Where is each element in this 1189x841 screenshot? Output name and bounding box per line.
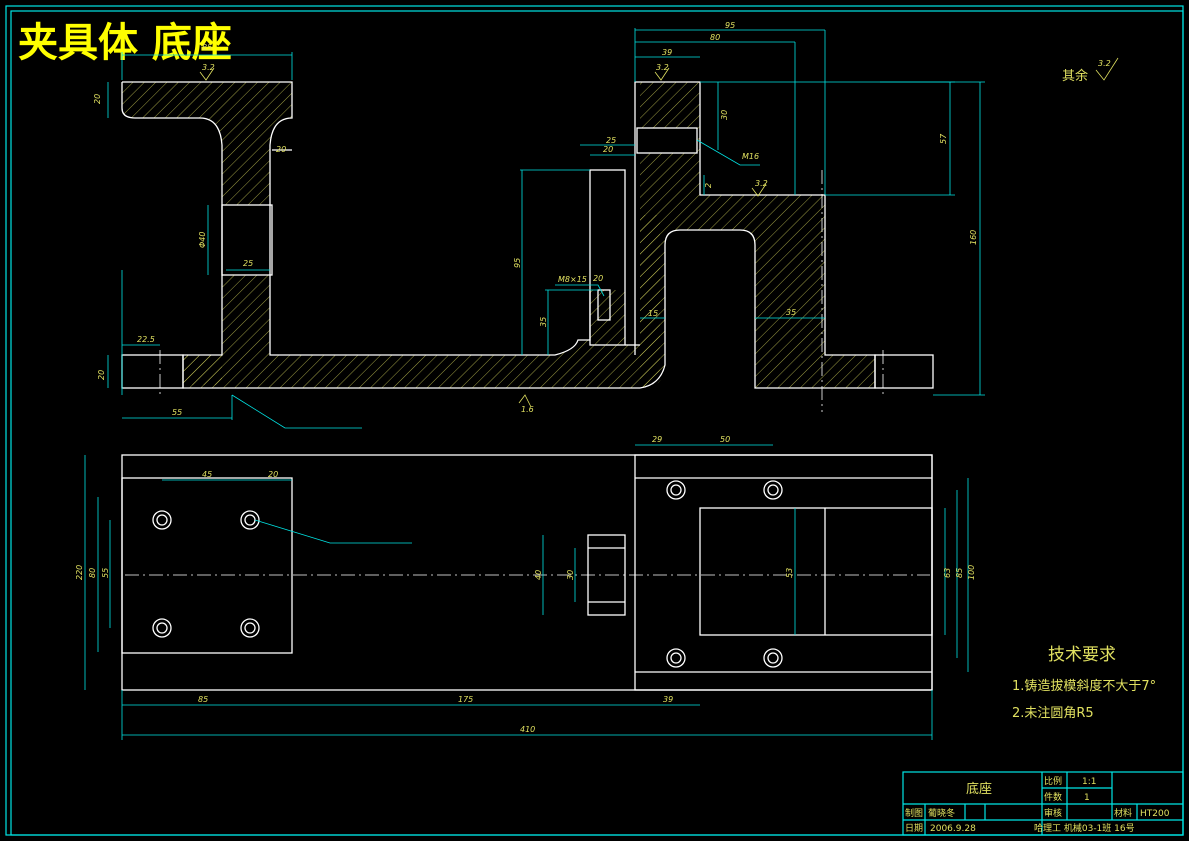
dim-39: 39 <box>662 48 672 57</box>
plan-dimensions: 45 20 220 80 55 40 30 29 50 53 63 85 100… <box>75 435 976 740</box>
hatch-left-pillar <box>122 82 292 385</box>
tb-checked-label: 审核 <box>1044 807 1062 819</box>
dim-20-plan: 20 <box>268 470 278 479</box>
dim-80: 80 <box>710 33 720 42</box>
m16-thread <box>636 127 698 154</box>
front-outline-1 <box>122 81 591 356</box>
roughness-other-label: 其余 <box>1062 68 1088 84</box>
plan-tower <box>699 507 933 636</box>
tb-scale-value: 1:1 <box>1082 777 1096 787</box>
dim-22-5: 22.5 <box>137 335 155 344</box>
dim-95: 95 <box>725 21 735 30</box>
hatch-right-tower <box>635 82 875 388</box>
roughness-other-value: 3.2 <box>1098 59 1111 68</box>
dim-95v: 95 <box>513 258 522 268</box>
drawing-title: 夹具体 底座 <box>18 20 232 66</box>
tb-drawn-label: 制图 <box>905 807 923 819</box>
dim-20c: 20 <box>593 274 603 283</box>
dim-55-plan: 55 <box>101 568 110 578</box>
dim-45: 45 <box>202 470 212 479</box>
tb-date-label: 日期 <box>905 823 923 834</box>
title-block: 底座 比例 1:1 件数 1 材料 HT200 制图 葡晓冬 审核 日期 200… <box>902 771 1184 836</box>
dim-85-top: 85 <box>202 43 212 52</box>
plan-left-block <box>121 477 293 654</box>
front-outline-2 <box>121 81 876 389</box>
dim-2: 2 <box>704 183 713 188</box>
tb-material-value: HT200 <box>1140 809 1170 819</box>
dim-m16: M16 <box>742 152 759 161</box>
plan-view <box>121 454 933 691</box>
dim-160: 160 <box>969 230 978 245</box>
tb-material-label: 材料 <box>1114 807 1132 819</box>
tech-req-heading: 技术要求 <box>1048 645 1116 665</box>
tb-qty-value: 1 <box>1084 793 1090 803</box>
dim-30-plan: 30 <box>566 570 575 580</box>
dim-m8: M8×15 <box>558 275 587 284</box>
tb-part-name: 底座 <box>966 781 992 797</box>
dim-35: 35 <box>539 317 548 327</box>
dim-55: 55 <box>172 408 182 417</box>
dim-50: 50 <box>720 435 730 444</box>
bore-phi40 <box>221 204 273 276</box>
tb-school: 哈理工 机械03-1班 16号 <box>1034 822 1135 834</box>
dim-25: 25 <box>606 136 616 145</box>
dim-80-plan: 80 <box>88 568 97 578</box>
roughness-2: 3.2 <box>656 63 669 72</box>
roughness-1: 3.2 <box>202 63 215 72</box>
dim-20-left: 20 <box>93 94 102 104</box>
tb-drawn-name: 葡晓冬 <box>928 807 955 819</box>
dim-100: 100 <box>967 565 976 580</box>
dim-63: 63 <box>943 568 952 578</box>
front-dimensions: 85 20 20 Φ40 25 22.5 20 55 95 80 39 57 3… <box>93 21 985 429</box>
tech-req-1: 1.铸造拔模斜度不大于7° <box>1012 678 1156 694</box>
tb-scale-label: 比例 <box>1044 775 1062 787</box>
dim-35b: 35 <box>786 308 796 317</box>
dim-15: 15 <box>648 309 658 318</box>
dim-85-plan-v: 85 <box>955 568 964 578</box>
drawing-frame <box>10 10 1184 836</box>
dim-53: 53 <box>785 568 794 578</box>
dim-220: 220 <box>75 565 84 580</box>
dim-410: 410 <box>520 725 535 734</box>
roughness-4: 1.6 <box>521 405 534 414</box>
boss-block <box>589 169 626 346</box>
dim-39-plan: 39 <box>663 695 673 704</box>
base-left-end <box>121 354 184 389</box>
hatch-base <box>183 215 660 388</box>
tech-req-2: 2.未注圆角R5 <box>1012 706 1094 721</box>
roughness-marks: 3.2 3.2 3.2 1.6 其余 3.2 <box>199 57 1119 414</box>
tb-date-value: 2006.9.28 <box>930 824 976 834</box>
dim-20b: 20 <box>603 145 613 154</box>
tb-qty-label: 件数 <box>1044 791 1062 803</box>
technical-requirements: 技术要求 1.铸造拔模斜度不大于7° 2.未注圆角R5 <box>1012 645 1156 721</box>
plan-outline <box>121 454 933 691</box>
sheet-border <box>5 5 1184 836</box>
mounting-holes <box>152 480 783 668</box>
dim-phi40: Φ40 <box>198 232 207 248</box>
front-section-view <box>121 81 934 412</box>
dim-85-plan: 85 <box>198 695 208 704</box>
dim-40: 40 <box>534 570 543 580</box>
dim-57: 57 <box>939 133 948 144</box>
dim-20-web: 20 <box>276 145 286 154</box>
dim-20-base: 20 <box>97 370 106 380</box>
base-right-end <box>874 354 934 389</box>
m8-hole <box>597 289 611 321</box>
dim-30: 30 <box>720 110 729 120</box>
dim-175: 175 <box>458 695 473 704</box>
roughness-3: 3.2 <box>755 179 768 188</box>
dim-29: 29 <box>652 435 662 444</box>
dim-25-bore: 25 <box>243 259 253 268</box>
